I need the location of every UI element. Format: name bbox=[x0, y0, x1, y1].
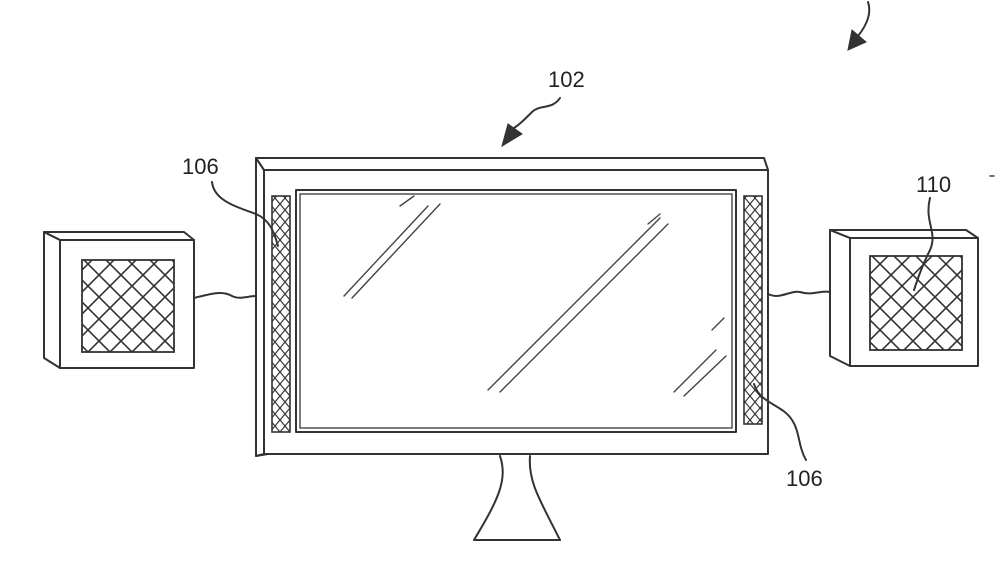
leader-arrow-102 bbox=[501, 97, 561, 148]
label-106-left: 106 bbox=[182, 154, 219, 179]
speaker-right bbox=[829, 229, 979, 367]
leader-106-right bbox=[753, 383, 807, 461]
speaker-cables bbox=[193, 290, 831, 299]
figure-pointer-arrow bbox=[847, 1, 871, 51]
display-monitor bbox=[255, 157, 769, 457]
leader-110 bbox=[913, 197, 934, 291]
leader-106-left bbox=[211, 181, 279, 247]
label-110: 110 bbox=[916, 172, 951, 197]
screen-glare bbox=[343, 195, 727, 397]
label-106-right: 106 bbox=[786, 466, 823, 491]
monitor-stand bbox=[473, 455, 561, 541]
speaker-left-grille bbox=[81, 259, 175, 353]
side-panel-right bbox=[743, 195, 763, 425]
display-screen bbox=[295, 189, 737, 433]
speaker-right-grille bbox=[869, 255, 963, 351]
side-panel-left bbox=[271, 195, 291, 433]
label-102: 102 bbox=[548, 67, 585, 92]
speaker-left bbox=[43, 231, 195, 369]
